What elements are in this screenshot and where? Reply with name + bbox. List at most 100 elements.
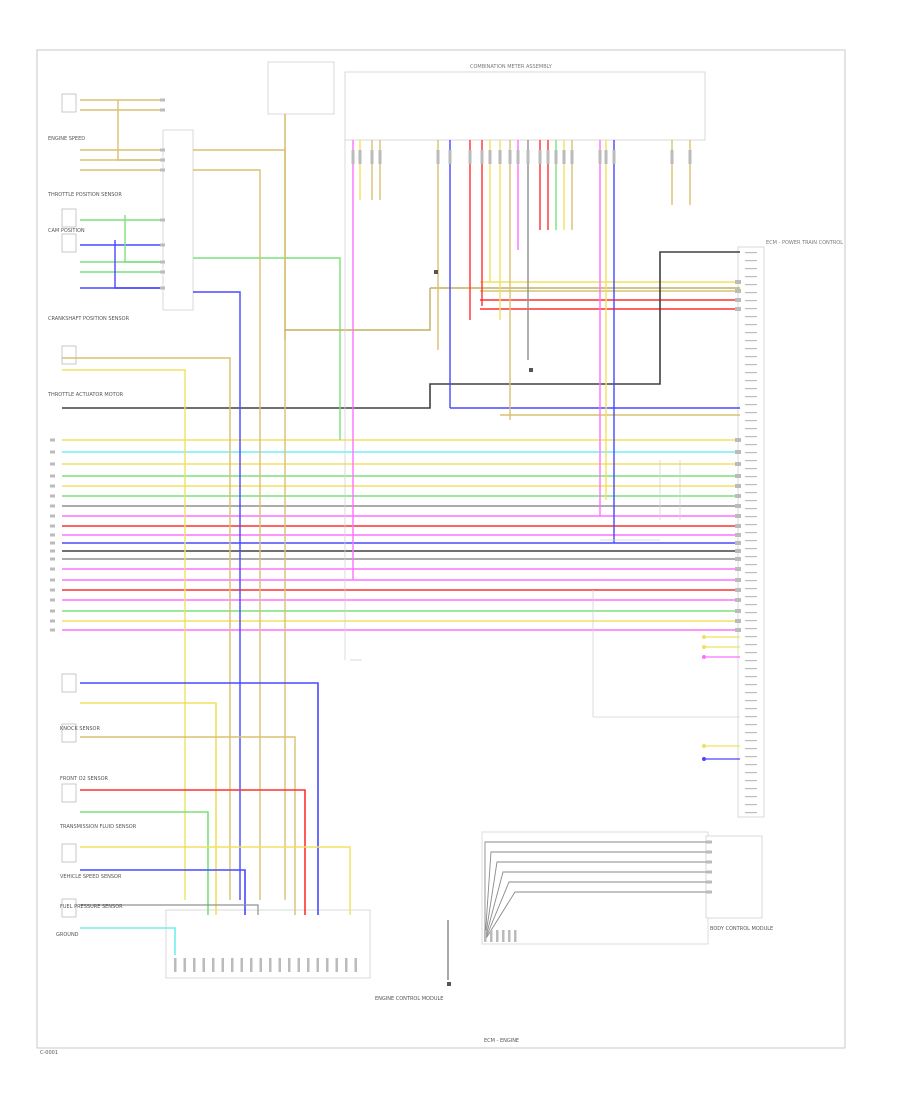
footer-code: C-0001 (40, 1050, 58, 1056)
connector-pin (508, 930, 511, 942)
pin-group (61, 93, 706, 918)
connector-pin (670, 150, 674, 164)
connector-pin (370, 150, 374, 164)
connector-pin (351, 150, 355, 164)
sensor-label-11: GROUND (56, 932, 79, 938)
lower-sensor-wire (80, 736, 296, 915)
pin-label-mark (745, 716, 757, 718)
pin-label-mark (745, 572, 757, 574)
lower-sensor-wire (80, 789, 306, 915)
connector-pin (562, 150, 566, 164)
pin-label-mark (745, 804, 757, 806)
pin-label-mark (745, 780, 757, 782)
pin-label-mark (745, 388, 757, 390)
connector-pin (735, 609, 741, 613)
diagram-frame (36, 49, 846, 1049)
pin-label-mark (745, 748, 757, 750)
footer-unit: ECM - ENGINE (484, 1038, 519, 1044)
pin-label-mark (745, 404, 757, 406)
harness-wire (484, 871, 708, 941)
connector-pin (612, 150, 616, 164)
connector-pin (735, 494, 741, 498)
connector-pin (735, 298, 741, 302)
connector-pin (50, 557, 55, 561)
connector-pin (231, 958, 234, 972)
lower-sensor-wire (80, 682, 319, 915)
connector-pin (50, 628, 55, 632)
sensor-symbol (61, 783, 77, 803)
bottom-connector (165, 909, 371, 979)
pin-label-mark (745, 324, 757, 326)
sensor-label-4: CRANKSHAFT POSITION SENSOR (48, 316, 130, 322)
lower-sensor-wire (80, 702, 217, 915)
connector-pin (735, 533, 741, 537)
sensor-symbol (61, 723, 77, 743)
pin-label-mark (745, 268, 757, 270)
pin-label-mark (745, 540, 757, 542)
indicator-dot (702, 645, 706, 649)
connector-pin (514, 930, 517, 942)
connector-pin (526, 150, 530, 164)
pin-label-mark (745, 460, 757, 462)
connector-pin (706, 840, 712, 844)
sensor-symbol (61, 673, 77, 693)
connector-pin (50, 578, 55, 582)
sensor-label-1: ENGINE SPEED (48, 136, 85, 142)
ground-symbol (447, 982, 451, 986)
connector-pin (345, 958, 348, 972)
connector-pin (706, 890, 712, 894)
connector-pin (735, 484, 741, 488)
connector-pin (50, 484, 55, 488)
sensor-label-6: KNOCK SENSOR (60, 726, 100, 732)
connector-pin (604, 150, 608, 164)
pin-label-mark (745, 532, 757, 534)
pin-label-mark (745, 444, 757, 446)
junction-wire (193, 257, 341, 440)
connector-pin (484, 930, 487, 942)
pin-label-mark (745, 308, 757, 310)
connector-pin (326, 958, 329, 972)
sensor-label-10: FUEL PRESSURE SENSOR (60, 904, 123, 910)
connector-pin (735, 450, 741, 454)
connector-pin (288, 958, 291, 972)
connector-pin (174, 958, 177, 972)
connector-pin (50, 598, 55, 602)
connector-pin (735, 619, 741, 623)
harness-wire (484, 881, 708, 941)
pin-label-mark (745, 300, 757, 302)
connector-pin (598, 150, 602, 164)
connector-pin (50, 524, 55, 528)
pin-label-mark (745, 812, 757, 814)
connector-pin (50, 514, 55, 518)
pin-label-mark (745, 684, 757, 686)
ground-symbol (529, 368, 533, 372)
connector-pin (160, 168, 165, 172)
sensor-label-3: CAM POSITION (48, 228, 85, 234)
harness-wire (484, 851, 708, 941)
pin-label-mark (745, 636, 757, 638)
harness-wire (484, 861, 708, 941)
lower-sensor-wire (80, 811, 209, 915)
pin-label-mark (745, 700, 757, 702)
pin-label-mark (745, 516, 757, 518)
connector-pin (735, 578, 741, 582)
pin-label-mark (745, 356, 757, 358)
pin-label-mark (745, 740, 757, 742)
pin-label-mark (745, 628, 757, 630)
pin-label-mark (745, 668, 757, 670)
pin-label-mark (745, 452, 757, 454)
pin-label-mark (745, 284, 757, 286)
connector-pin (735, 588, 741, 592)
pin-label-mark (745, 276, 757, 278)
pin-label-mark (745, 708, 757, 710)
connector-pin (735, 438, 741, 442)
pin-label-mark (745, 556, 757, 558)
lower-sensor-wire (80, 904, 259, 915)
indicator-dot (702, 744, 706, 748)
connector-pin (202, 958, 205, 972)
connector-pin (50, 504, 55, 508)
connector-pin (480, 150, 484, 164)
connector-pin (278, 958, 281, 972)
junction-wire (193, 169, 261, 900)
pin-label-mark (745, 644, 757, 646)
